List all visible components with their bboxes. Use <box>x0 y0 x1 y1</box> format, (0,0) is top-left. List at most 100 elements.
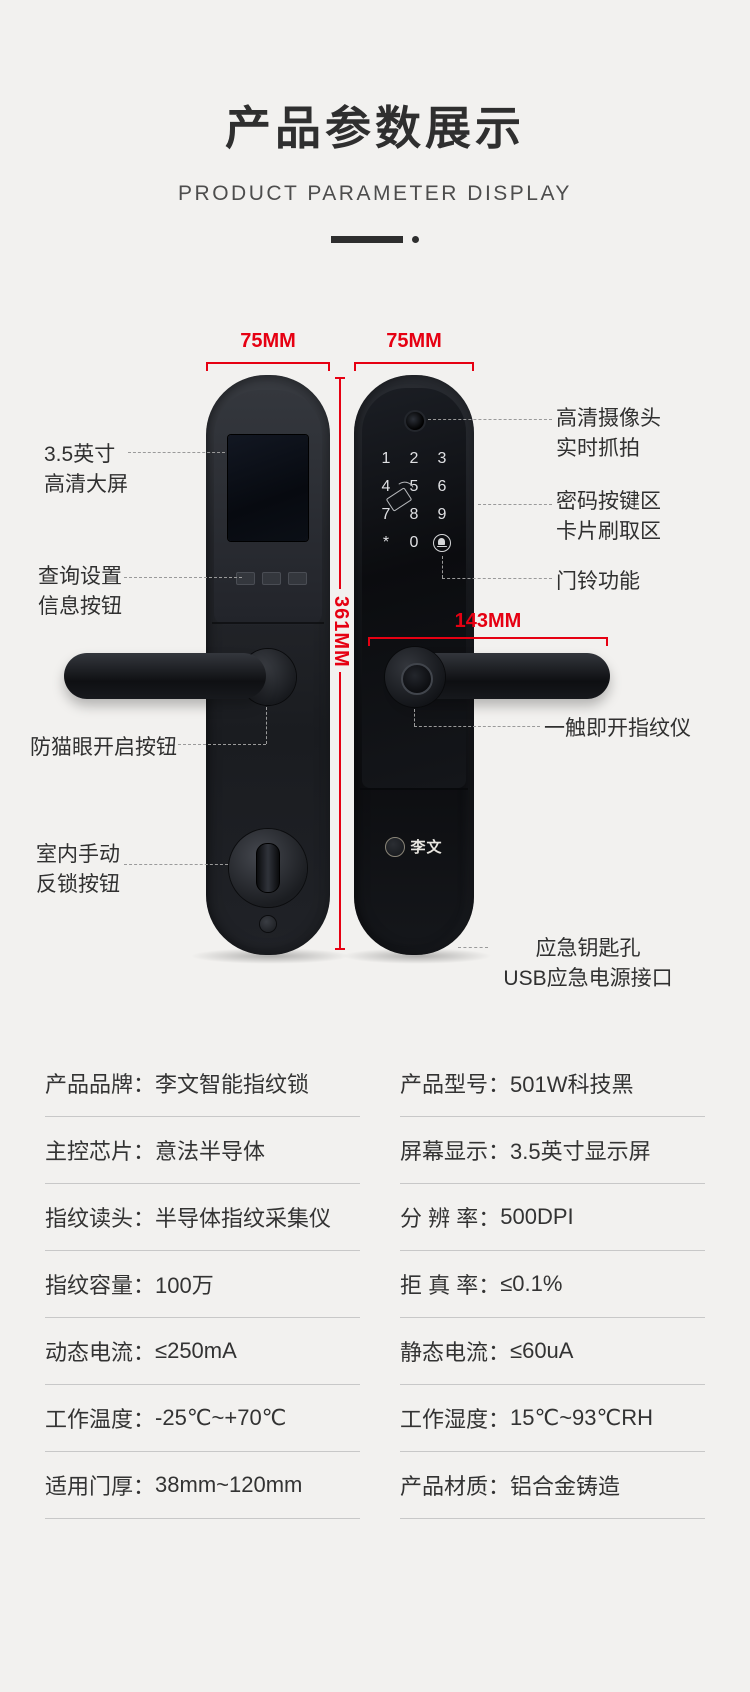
divider-dot <box>412 236 419 243</box>
callout-line-screen <box>128 452 225 453</box>
info-button <box>288 572 307 585</box>
keypad-key: 0 <box>409 534 419 551</box>
spec-value: ≤0.1% <box>500 1271 563 1296</box>
outdoor-lock-seam <box>360 788 468 790</box>
indoor-lock-seam <box>212 622 324 624</box>
lock-display-screen <box>228 435 308 541</box>
keypad-key: 6 <box>437 478 447 495</box>
title-divider <box>0 236 750 243</box>
dimension-height: 361MM <box>330 596 352 668</box>
outdoor-lock-shadow <box>342 948 492 964</box>
spec-label: 产品品牌： <box>45 1072 156 1097</box>
indoor-lock-shadow <box>190 948 350 964</box>
info-button <box>236 572 255 585</box>
spec-label: 产品材质： <box>400 1474 511 1499</box>
spec-value: 38mm~120mm <box>155 1472 303 1497</box>
spec-row: 分 辨 率：500DPI <box>400 1184 705 1251</box>
page-title: 产品参数展示 <box>225 102 525 154</box>
callout-fingerprint: 一触即开指纹仪 <box>544 717 691 740</box>
spec-row: 主控芯片：意法半导体 <box>45 1117 360 1184</box>
keypad-key: 1 <box>381 450 391 467</box>
spec-value: 李文智能指纹锁 <box>155 1072 310 1097</box>
keypad-key: 4 <box>381 478 391 495</box>
callout-line-fingerprint-v <box>414 709 415 726</box>
spec-label: 静态电流： <box>400 1340 511 1365</box>
spec-value: 铝合金铸造 <box>510 1474 621 1499</box>
callout-emergency: 应急钥匙孔 USB应急电源接口 <box>503 937 673 991</box>
spec-value: 半导体指纹采集仪 <box>155 1206 332 1231</box>
callout-line-doorbell-h <box>442 578 552 579</box>
keypad-key: 2 <box>409 450 419 467</box>
spec-value: 100万 <box>155 1273 214 1298</box>
spec-table: 产品品牌：李文智能指纹锁 产品型号：501W科技黑 主控芯片：意法半导体 屏幕显… <box>45 1050 705 1519</box>
keypad-key: 8 <box>409 506 419 523</box>
callout-line-anti-peephole-h <box>178 744 266 745</box>
spec-label: 工作湿度： <box>400 1407 511 1432</box>
spec-value: -25℃~+70℃ <box>155 1405 287 1430</box>
spec-label: 拒 真 率： <box>400 1273 501 1298</box>
callout-line-indoor-lock <box>124 864 228 865</box>
info-setting-buttons <box>236 572 307 585</box>
callout-line-anti-peephole-v <box>266 707 267 744</box>
dimension-line-height-top <box>335 377 345 589</box>
spec-value: 3.5英寸显示屏 <box>510 1139 651 1164</box>
info-button <box>262 572 281 585</box>
thumbturn-knob <box>229 829 307 907</box>
spec-row: 屏幕显示：3.5英寸显示屏 <box>400 1117 705 1184</box>
spec-row: 产品材质：铝合金铸造 <box>400 1452 705 1519</box>
spec-label: 产品型号： <box>400 1072 511 1097</box>
callout-line-emergency <box>458 947 488 948</box>
dimension-line-right-width <box>354 362 474 371</box>
spec-row: 拒 真 率：≤0.1% <box>400 1251 705 1318</box>
indoor-handle <box>64 653 266 699</box>
page-subtitle: PRODUCT PARAMETER DISPLAY <box>178 182 572 205</box>
callout-line-doorbell-v <box>442 556 443 578</box>
spec-label: 分 辨 率： <box>400 1206 501 1231</box>
spec-row: 工作温度：-25℃~+70℃ <box>45 1385 360 1452</box>
spec-row: 适用门厚：38mm~120mm <box>45 1452 360 1519</box>
keypad-key: 5 <box>409 478 419 495</box>
dimension-left-width: 75MM <box>240 330 296 352</box>
thumbturn-lever <box>256 843 280 893</box>
dimension-line-left-width <box>206 362 330 371</box>
spec-label: 指纹读头： <box>45 1206 156 1231</box>
outdoor-lock-front-face <box>362 388 466 788</box>
spec-label: 工作温度： <box>45 1407 156 1432</box>
spec-row: 动态电流：≤250mA <box>45 1318 360 1385</box>
spec-row: 指纹读头：半导体指纹采集仪 <box>45 1184 360 1251</box>
spec-row: 指纹容量：100万 <box>45 1251 360 1318</box>
callout-line-info-buttons <box>124 577 242 578</box>
spec-row: 静态电流：≤60uA <box>400 1318 705 1385</box>
fingerprint-sensor-icon <box>401 663 433 695</box>
callout-line-camera <box>428 419 552 420</box>
callout-camera: 高清摄像头 实时抓拍 <box>556 407 661 461</box>
spec-label: 适用门厚： <box>45 1474 156 1499</box>
doorbell-key-icon <box>428 534 456 552</box>
brand-logo: 李文 <box>374 836 454 857</box>
spec-row: 产品型号：501W科技黑 <box>400 1050 705 1117</box>
callout-line-keypad-area <box>478 504 552 505</box>
spec-label: 动态电流： <box>45 1340 156 1365</box>
brand-logo-text: 李文 <box>410 839 443 856</box>
callout-anti-peephole: 防猫眼开启按钮 <box>30 736 177 759</box>
spec-value: ≤60uA <box>510 1338 574 1363</box>
callout-doorbell: 门铃功能 <box>556 570 640 593</box>
spec-value: 意法半导体 <box>155 1139 266 1164</box>
dimension-line-height-bottom <box>335 672 345 950</box>
page-header: 产品参数展示 PRODUCT PARAMETER DISPLAY <box>0 0 750 243</box>
keypad: 1 2 3 4 5 6 7 8 9 * 0 <box>372 450 456 552</box>
bell-icon <box>433 534 451 552</box>
spec-label: 屏幕显示： <box>400 1139 511 1164</box>
keypad-key: 7 <box>381 506 391 523</box>
keypad-key: * <box>382 534 390 551</box>
indoor-lock-emblem <box>260 916 276 932</box>
spec-value: 15℃~93℃RH <box>510 1405 653 1430</box>
camera-icon <box>404 410 426 432</box>
spec-value: ≤250mA <box>155 1338 237 1363</box>
divider-bar <box>331 236 403 243</box>
dimension-handle-length: 143MM <box>454 610 522 632</box>
brand-emblem-icon <box>385 836 406 857</box>
keypad-key: 9 <box>437 506 447 523</box>
